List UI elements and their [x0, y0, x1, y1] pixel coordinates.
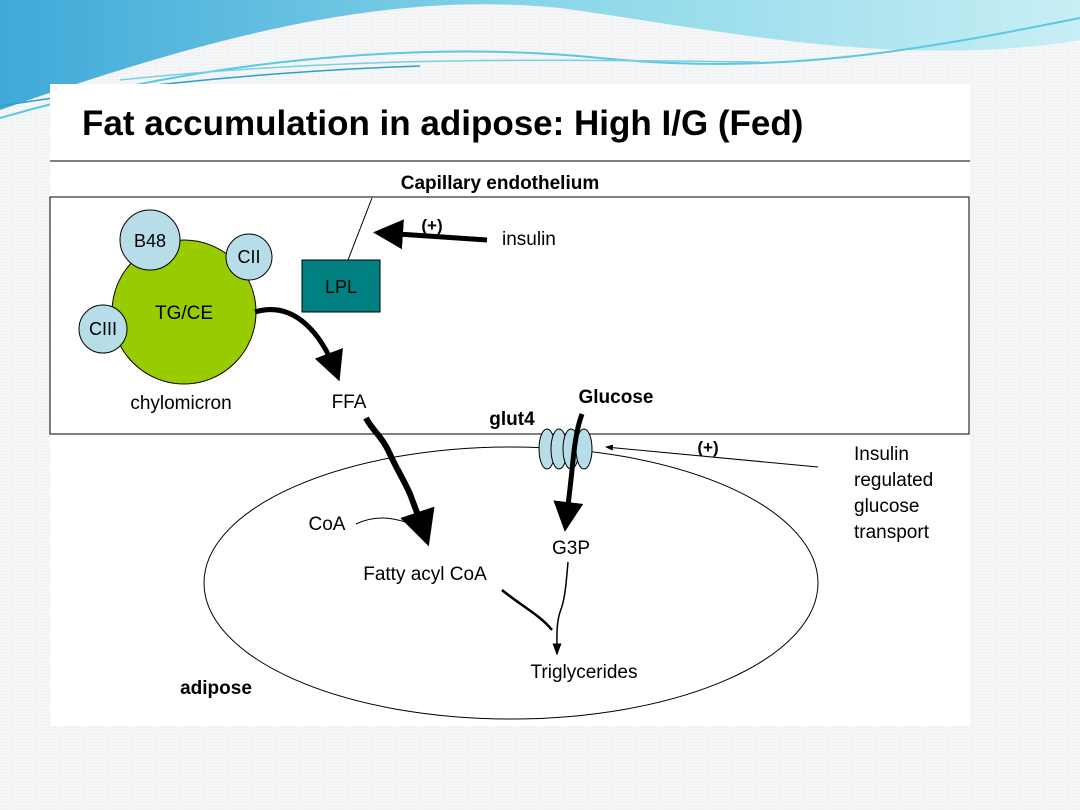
insulin-regulated-line-4: transport [854, 522, 930, 543]
apo-cii [225, 233, 273, 281]
apo-cii-label: CII [237, 247, 260, 267]
capillary-endothelium-label: Capillary endothelium [401, 173, 599, 194]
apo-b48 [119, 209, 181, 271]
insulin-regulated-line-3: glucose [854, 496, 920, 517]
lpl-label: LPL [325, 277, 357, 297]
insulin-regulated-line-2: regulated [854, 470, 933, 491]
triglycerides-label: Triglycerides [531, 662, 638, 683]
insulin-glut4-arrow [605, 444, 819, 468]
insulin-lpl-plus: (+) [421, 216, 442, 235]
glut4-transporter [538, 428, 593, 470]
tg-ce-label: TG/CE [155, 303, 213, 324]
apo-ciii [78, 304, 128, 354]
coa-label: CoA [309, 514, 346, 535]
g3p-label: G3P [552, 538, 590, 559]
chylomicron-caption: chylomicron [130, 393, 231, 414]
fatty-acyl-to-tg-line [501, 589, 553, 631]
fatty-acyl-coa-label: Fatty acyl CoA [363, 564, 487, 585]
tg-to-ffa-arrow [254, 307, 343, 382]
glucose-to-g3p-arrow [553, 413, 585, 532]
insulin-label: insulin [502, 229, 556, 250]
apo-ciii-label: CIII [89, 319, 117, 339]
glut4-label: glut4 [489, 409, 535, 430]
lpl-box [301, 259, 381, 313]
adipose-cell [203, 446, 819, 720]
coa-connector [355, 517, 421, 529]
capillary-compartment [49, 196, 970, 435]
apo-b48-label: B48 [134, 231, 166, 251]
slide-title: Fat accumulation in adipose: High I/G (F… [82, 104, 804, 143]
glucose-label: Glucose [579, 387, 654, 408]
ffa-label: FFA [332, 392, 367, 413]
g3p-to-tg-arrow [552, 561, 569, 656]
decorative-wave [0, 0, 1080, 119]
insulin-regulated-line-1: Insulin [854, 444, 909, 465]
insulin-glut4-plus: (+) [697, 438, 718, 457]
lpl-connector [347, 197, 373, 261]
insulin-lpl-arrow [373, 219, 488, 250]
adipose-label: adipose [180, 678, 252, 699]
ffa-to-fatty-acyl-arrow [363, 416, 435, 547]
